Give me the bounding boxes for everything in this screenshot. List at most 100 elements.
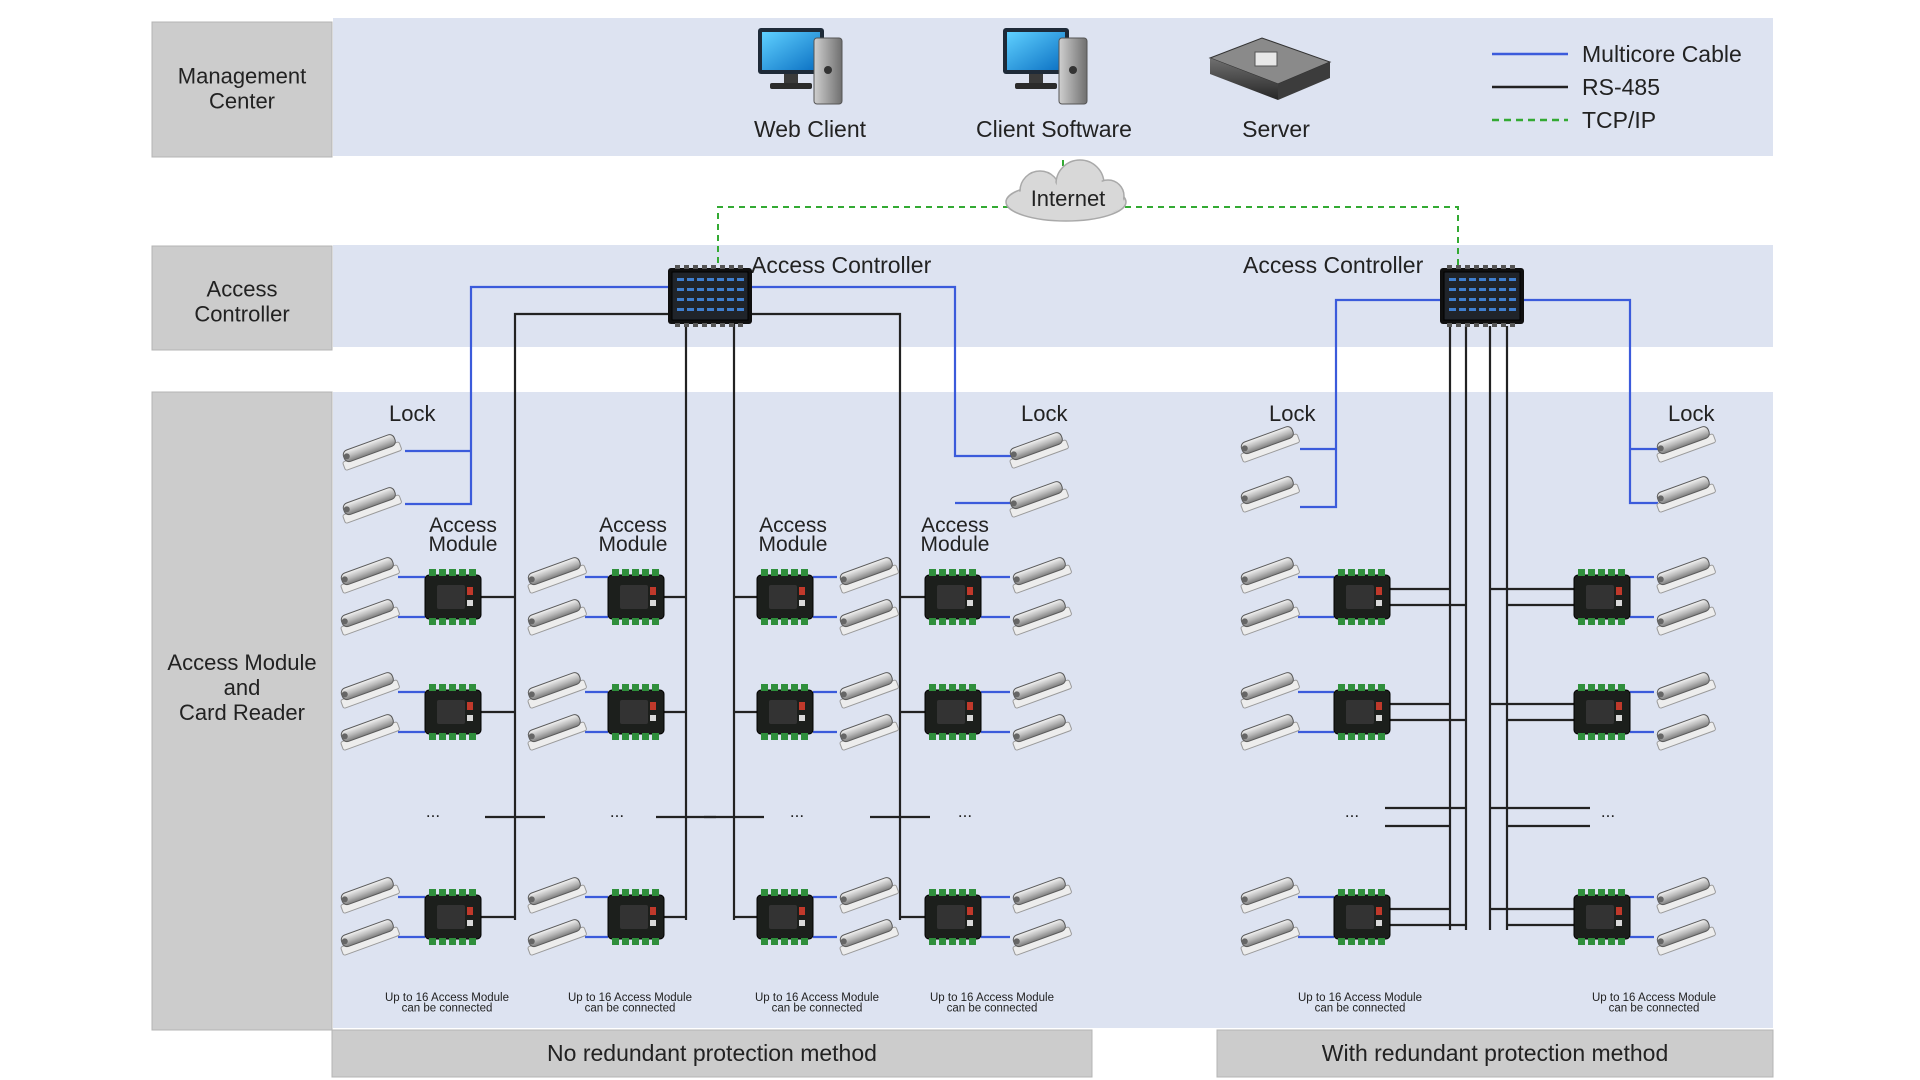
access-module-icon [1333, 569, 1391, 625]
method-label-right: With redundant protection method [1322, 1040, 1668, 1066]
access-module-icon [1573, 889, 1631, 945]
ellipsis-label: ... [1601, 802, 1615, 821]
server-label: Server [1242, 116, 1310, 142]
access-module-icon [756, 569, 814, 625]
access-controller-left-icon [668, 265, 752, 327]
access-controller-label-left: Access Controller [751, 252, 932, 278]
lock-icon [527, 672, 587, 709]
access-module-icon [756, 684, 814, 740]
lock-icon [1240, 877, 1300, 914]
lock-icon [527, 877, 587, 914]
lock-icon [1012, 919, 1072, 956]
access-controller-label-right: Access Controller [1243, 252, 1424, 278]
lock-icon [1009, 481, 1069, 518]
access-module-icon [607, 569, 665, 625]
lock-icon [1240, 919, 1300, 956]
controllers [668, 265, 1524, 327]
multicore-cable [748, 285, 1045, 458]
multicore-cable [1300, 298, 1444, 509]
access-module-icon [1573, 569, 1631, 625]
lock-icon [1240, 476, 1300, 513]
lock-icon [1656, 599, 1716, 636]
method-label-left: No redundant protection method [547, 1040, 877, 1066]
lock-icon [1012, 672, 1072, 709]
lock-icon [839, 714, 899, 751]
lock-icon [1012, 557, 1072, 594]
client-software-label: Client Software [976, 116, 1132, 142]
lock-icon [839, 557, 899, 594]
lock-icon [342, 434, 402, 471]
access-module-icon [424, 889, 482, 945]
controller-band [333, 245, 1773, 347]
access-module-icon [424, 569, 482, 625]
access-module-icon [756, 889, 814, 945]
access-module-icon [1333, 889, 1391, 945]
legend-label-multicore: Multicore Cable [1582, 41, 1742, 67]
lock-icon [1240, 672, 1300, 709]
ellipsis-label: ... [426, 802, 440, 821]
lock-icon [1012, 714, 1072, 751]
multicore-cables [398, 285, 1658, 939]
web-client-label: Web Client [754, 116, 867, 142]
lock-icon [839, 599, 899, 636]
method-box-left: No redundant protection method [331, 1029, 1093, 1078]
lock-icon [1240, 426, 1300, 463]
ellipsis-label: ... [790, 802, 804, 821]
lock-icon [527, 557, 587, 594]
lock-icon [839, 919, 899, 956]
lock-icon [340, 877, 400, 914]
lock-icon [1240, 557, 1300, 594]
multicore-cable [1520, 298, 1658, 505]
lock-icon [340, 557, 400, 594]
legend: Multicore Cable RS-485 TCP/IP [1492, 41, 1742, 133]
lock-icon [839, 672, 899, 709]
lock-icon [340, 919, 400, 956]
lock-label: Lock [389, 401, 436, 426]
lock-icon [1656, 672, 1716, 709]
lock-icon [527, 919, 587, 956]
lock-icon [839, 877, 899, 914]
client-software-icon [1003, 28, 1088, 105]
lock-label: Lock [1668, 401, 1715, 426]
ellipsis-label: ... [610, 802, 624, 821]
web-client-icon [758, 28, 843, 105]
multicore-cable [405, 285, 672, 506]
locks [340, 426, 1716, 956]
lock-icon [1012, 877, 1072, 914]
internet-label: Internet [1031, 186, 1106, 211]
ellipsis-label: ... [958, 802, 972, 821]
lock-icon [527, 599, 587, 636]
access-module-icon [924, 684, 982, 740]
lock-icon [340, 714, 400, 751]
lock-label: Lock [1269, 401, 1316, 426]
lock-icon [1656, 476, 1716, 513]
lock-icon [1656, 714, 1716, 751]
server-icon [1208, 37, 1332, 100]
access-module-icon [607, 889, 665, 945]
access-module-icon [1573, 684, 1631, 740]
lock-icon [1656, 877, 1716, 914]
access-module-icon [424, 684, 482, 740]
lock-icon [1240, 714, 1300, 751]
access-controller-right-icon [1440, 265, 1524, 327]
lock-icon [1009, 432, 1069, 469]
lock-icon [1656, 919, 1716, 956]
access-module-icon [607, 684, 665, 740]
lock-icon [340, 599, 400, 636]
